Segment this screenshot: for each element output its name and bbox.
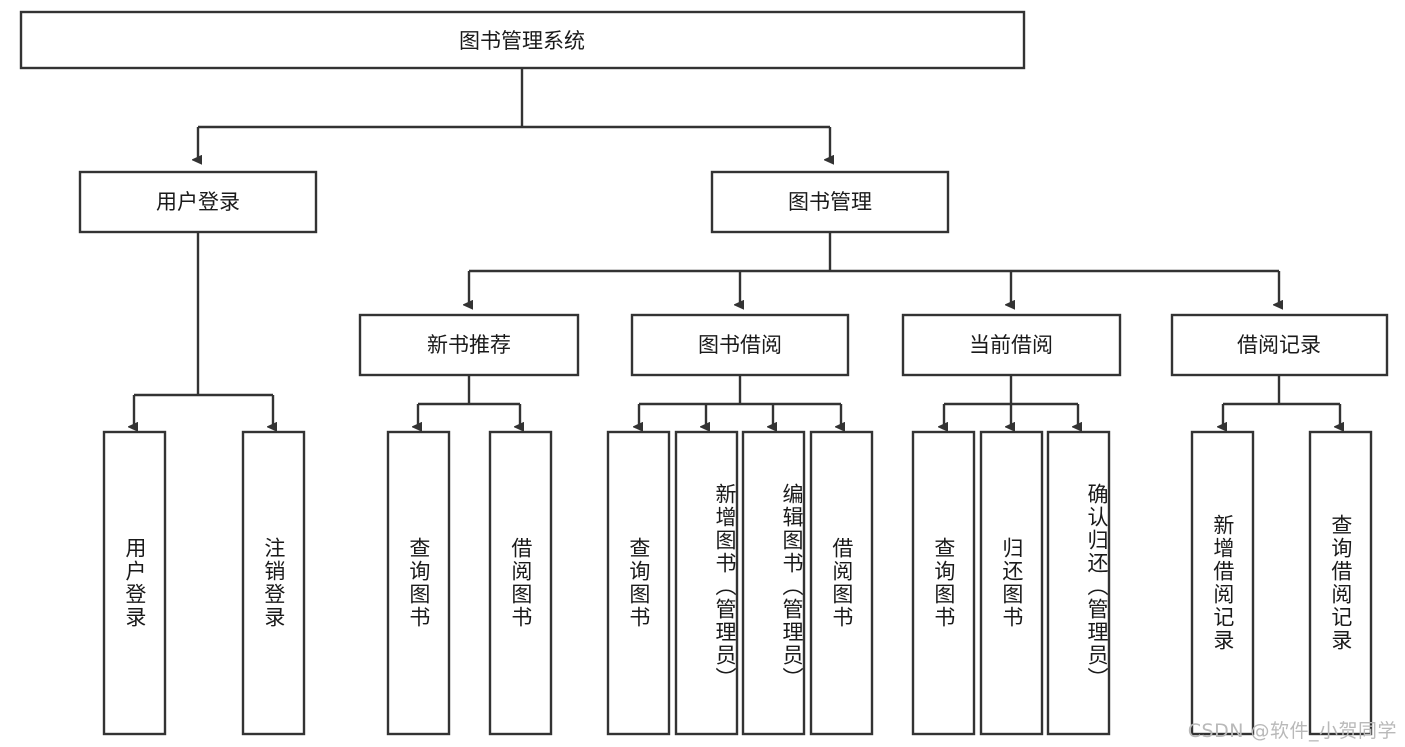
connector-borrow-to-leaves [639, 375, 841, 427]
connector-records-to-leaves [1223, 375, 1340, 427]
connector-user-login-to-leaves [134, 232, 273, 427]
connector-current-borrow-to-leaves [944, 375, 1078, 427]
connector-root-to-level2 [198, 68, 830, 160]
leaf-box-records-0[interactable] [1190, 430, 1255, 736]
node-new-book-recommend-label: 新书推荐 [427, 333, 511, 357]
leaf-box-user-login-0[interactable] [102, 430, 167, 736]
connector-book-manage-to-level3 [469, 232, 1279, 305]
leaf-box-records-1[interactable] [1308, 430, 1373, 736]
leaf-box-borrow-0[interactable] [606, 430, 671, 736]
node-book-manage-label: 图书管理 [788, 190, 872, 214]
leaf-box-user-login-1[interactable] [241, 430, 306, 736]
leaf-box-recommend-0[interactable] [386, 430, 451, 736]
leaf-box-recommend-1[interactable] [488, 430, 553, 736]
node-user-login[interactable]: 用户登录 [78, 170, 318, 234]
node-borrow-records-label: 借阅记录 [1237, 333, 1321, 357]
connector-recommend-to-leaves [418, 375, 520, 427]
node-current-borrow-label: 当前借阅 [969, 333, 1053, 357]
node-book-borrow[interactable]: 图书借阅 [630, 313, 850, 377]
node-book-borrow-label: 图书借阅 [698, 333, 782, 357]
node-root[interactable]: 图书管理系统 [19, 10, 1026, 70]
node-current-borrow[interactable]: 当前借阅 [901, 313, 1122, 377]
node-book-manage[interactable]: 图书管理 [710, 170, 950, 234]
node-user-login-label: 用户登录 [156, 190, 240, 214]
watermark-text: CSDN @软件_小贺同学 [1187, 720, 1397, 742]
node-root-label: 图书管理系统 [459, 29, 585, 53]
node-borrow-records[interactable]: 借阅记录 [1170, 313, 1389, 377]
leaf-box-borrow-1[interactable] [674, 430, 739, 736]
node-new-book-recommend[interactable]: 新书推荐 [358, 313, 580, 377]
leaf-box-current-2[interactable] [1046, 430, 1111, 736]
leaf-box-borrow-2[interactable] [741, 430, 806, 736]
leaf-box-current-0[interactable] [911, 430, 976, 736]
leaf-box-borrow-3[interactable] [809, 430, 874, 736]
leaf-box-current-1[interactable] [979, 430, 1044, 736]
